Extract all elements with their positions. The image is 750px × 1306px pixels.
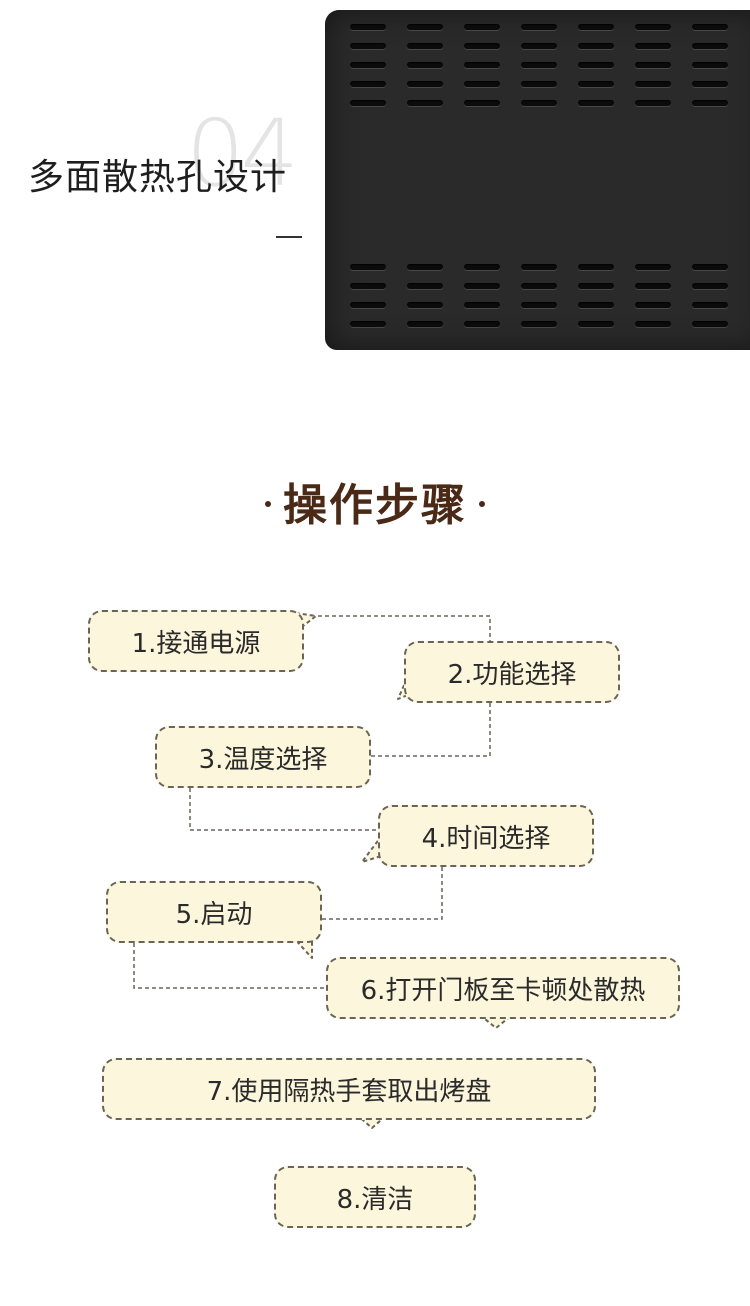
heading-dot-right: [479, 501, 485, 507]
connector-5-6: [133, 943, 326, 989]
heading-dot-left: [265, 501, 271, 507]
top-vent-grid: [350, 24, 728, 119]
title-divider: [276, 236, 302, 238]
step-2-bubble: 2.功能选择: [404, 641, 620, 703]
steps-heading-text: 操作步骤: [283, 480, 467, 531]
step-6-bubble: 6.打开门板至卡顿处散热: [326, 957, 680, 1019]
step-8-bubble: 8.清洁: [274, 1166, 476, 1228]
connector-4-5: [322, 867, 443, 920]
step-3-bubble: 3.温度选择: [155, 726, 371, 788]
connector-1-2: [304, 615, 491, 641]
bottom-vent-grid: [350, 264, 728, 340]
step-1-bubble: 1.接通电源: [88, 610, 304, 672]
step-5-bubble: 5.启动: [106, 881, 322, 943]
steps-heading: 操作步骤: [0, 484, 750, 528]
feature-section: 04 多面散热孔设计: [0, 0, 750, 360]
feature-title: 多面散热孔设计: [28, 157, 288, 198]
connector-2-3: [371, 703, 491, 757]
step-4-bubble: 4.时间选择: [378, 805, 594, 867]
product-vent-panel-image: [325, 10, 750, 350]
connector-3-4: [189, 788, 378, 831]
feature-number: 04: [186, 100, 299, 207]
step-7-bubble: 7.使用隔热手套取出烤盘: [102, 1058, 596, 1120]
